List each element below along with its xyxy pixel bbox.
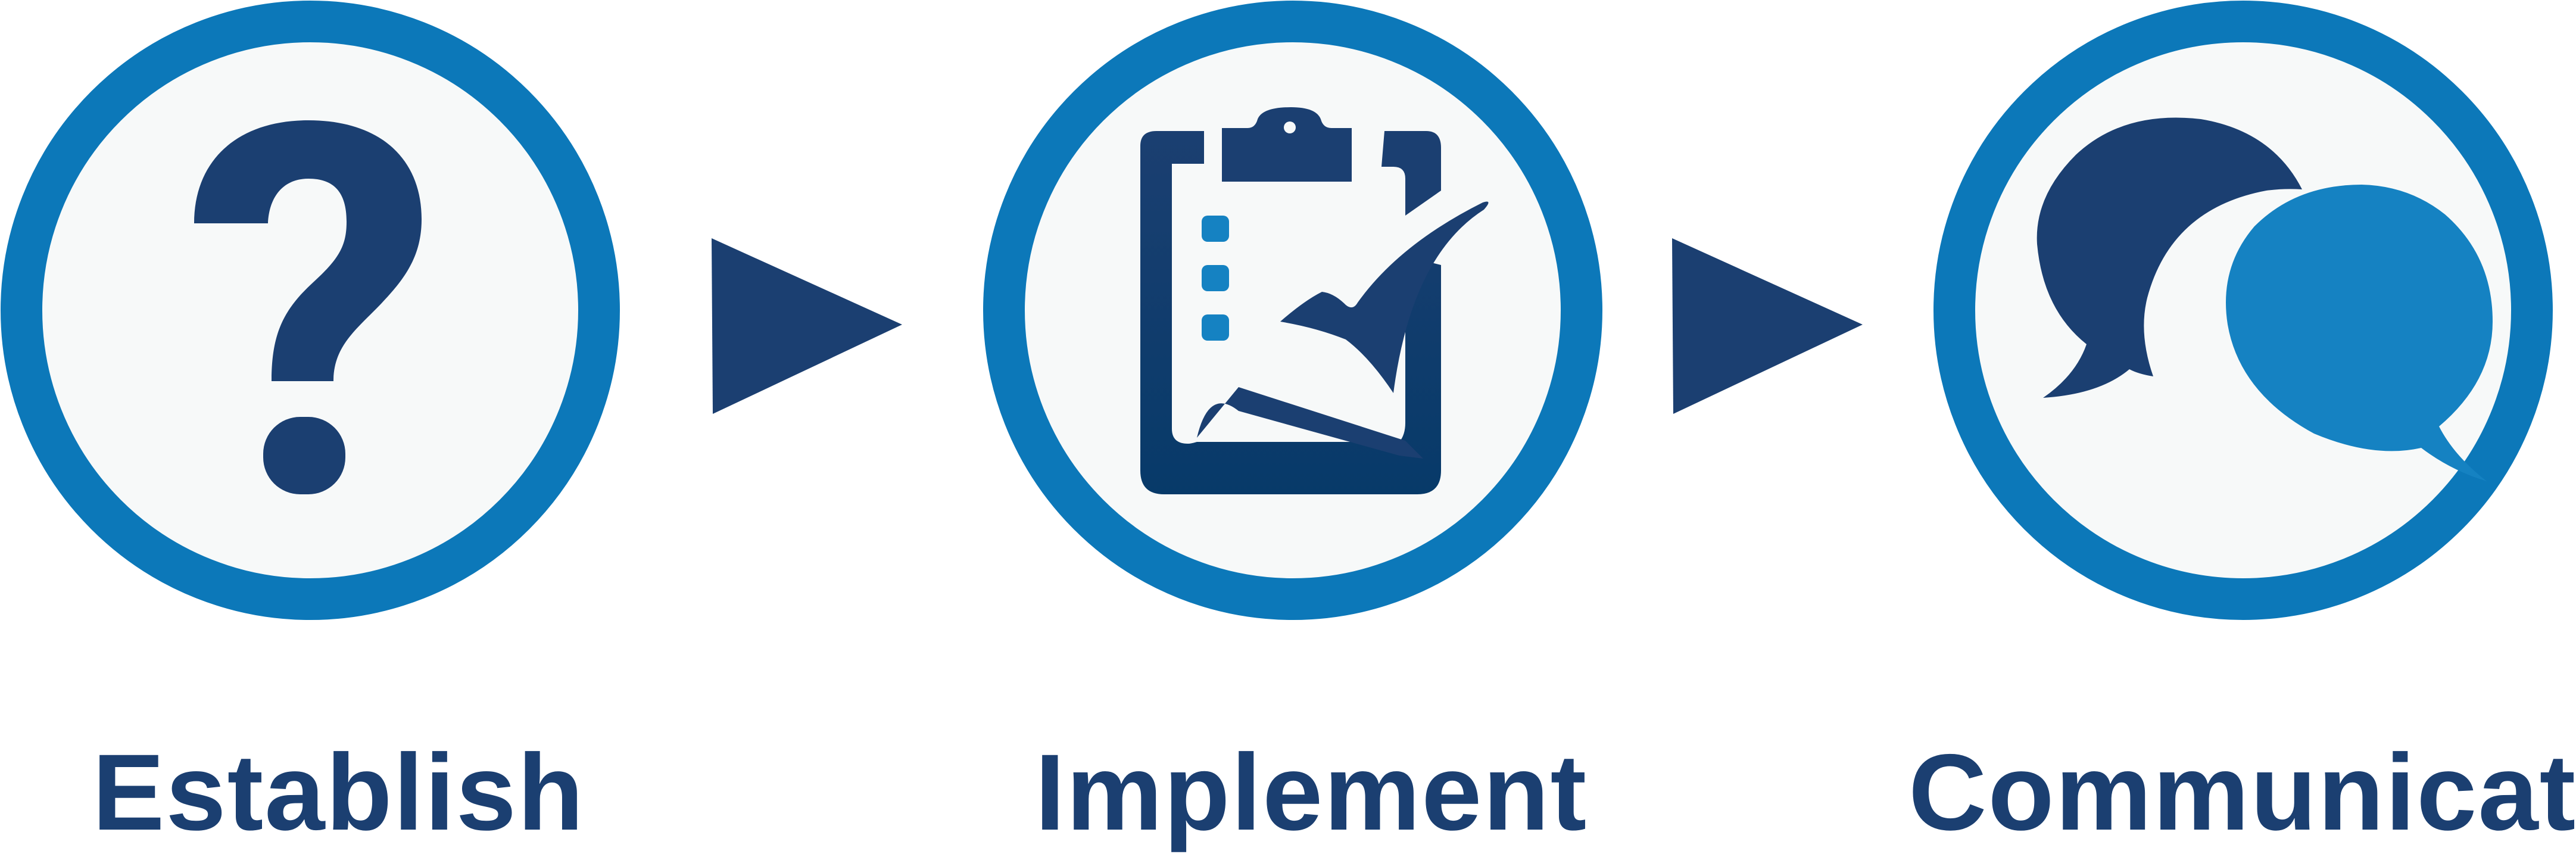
step-label-establish: Establish	[92, 731, 585, 853]
step-establish-circle	[0, 0, 620, 621]
question-mark-icon	[1, 1, 620, 620]
arrow-step-2-to-3	[1672, 238, 1863, 417]
right-triangle-arrow-icon	[1672, 238, 1863, 414]
clipboard-check-icon	[983, 1, 1602, 620]
step-implement-circle	[983, 0, 1603, 621]
step-label-communicate: Communicate	[1908, 731, 2576, 853]
step-communicate-circle	[1933, 0, 2553, 621]
right-triangle-arrow-icon	[712, 238, 902, 414]
step-label-implement: Implement	[1035, 731, 1588, 853]
arrow-step-1-to-2	[712, 238, 902, 417]
speech-bubbles-icon	[1933, 1, 2553, 620]
